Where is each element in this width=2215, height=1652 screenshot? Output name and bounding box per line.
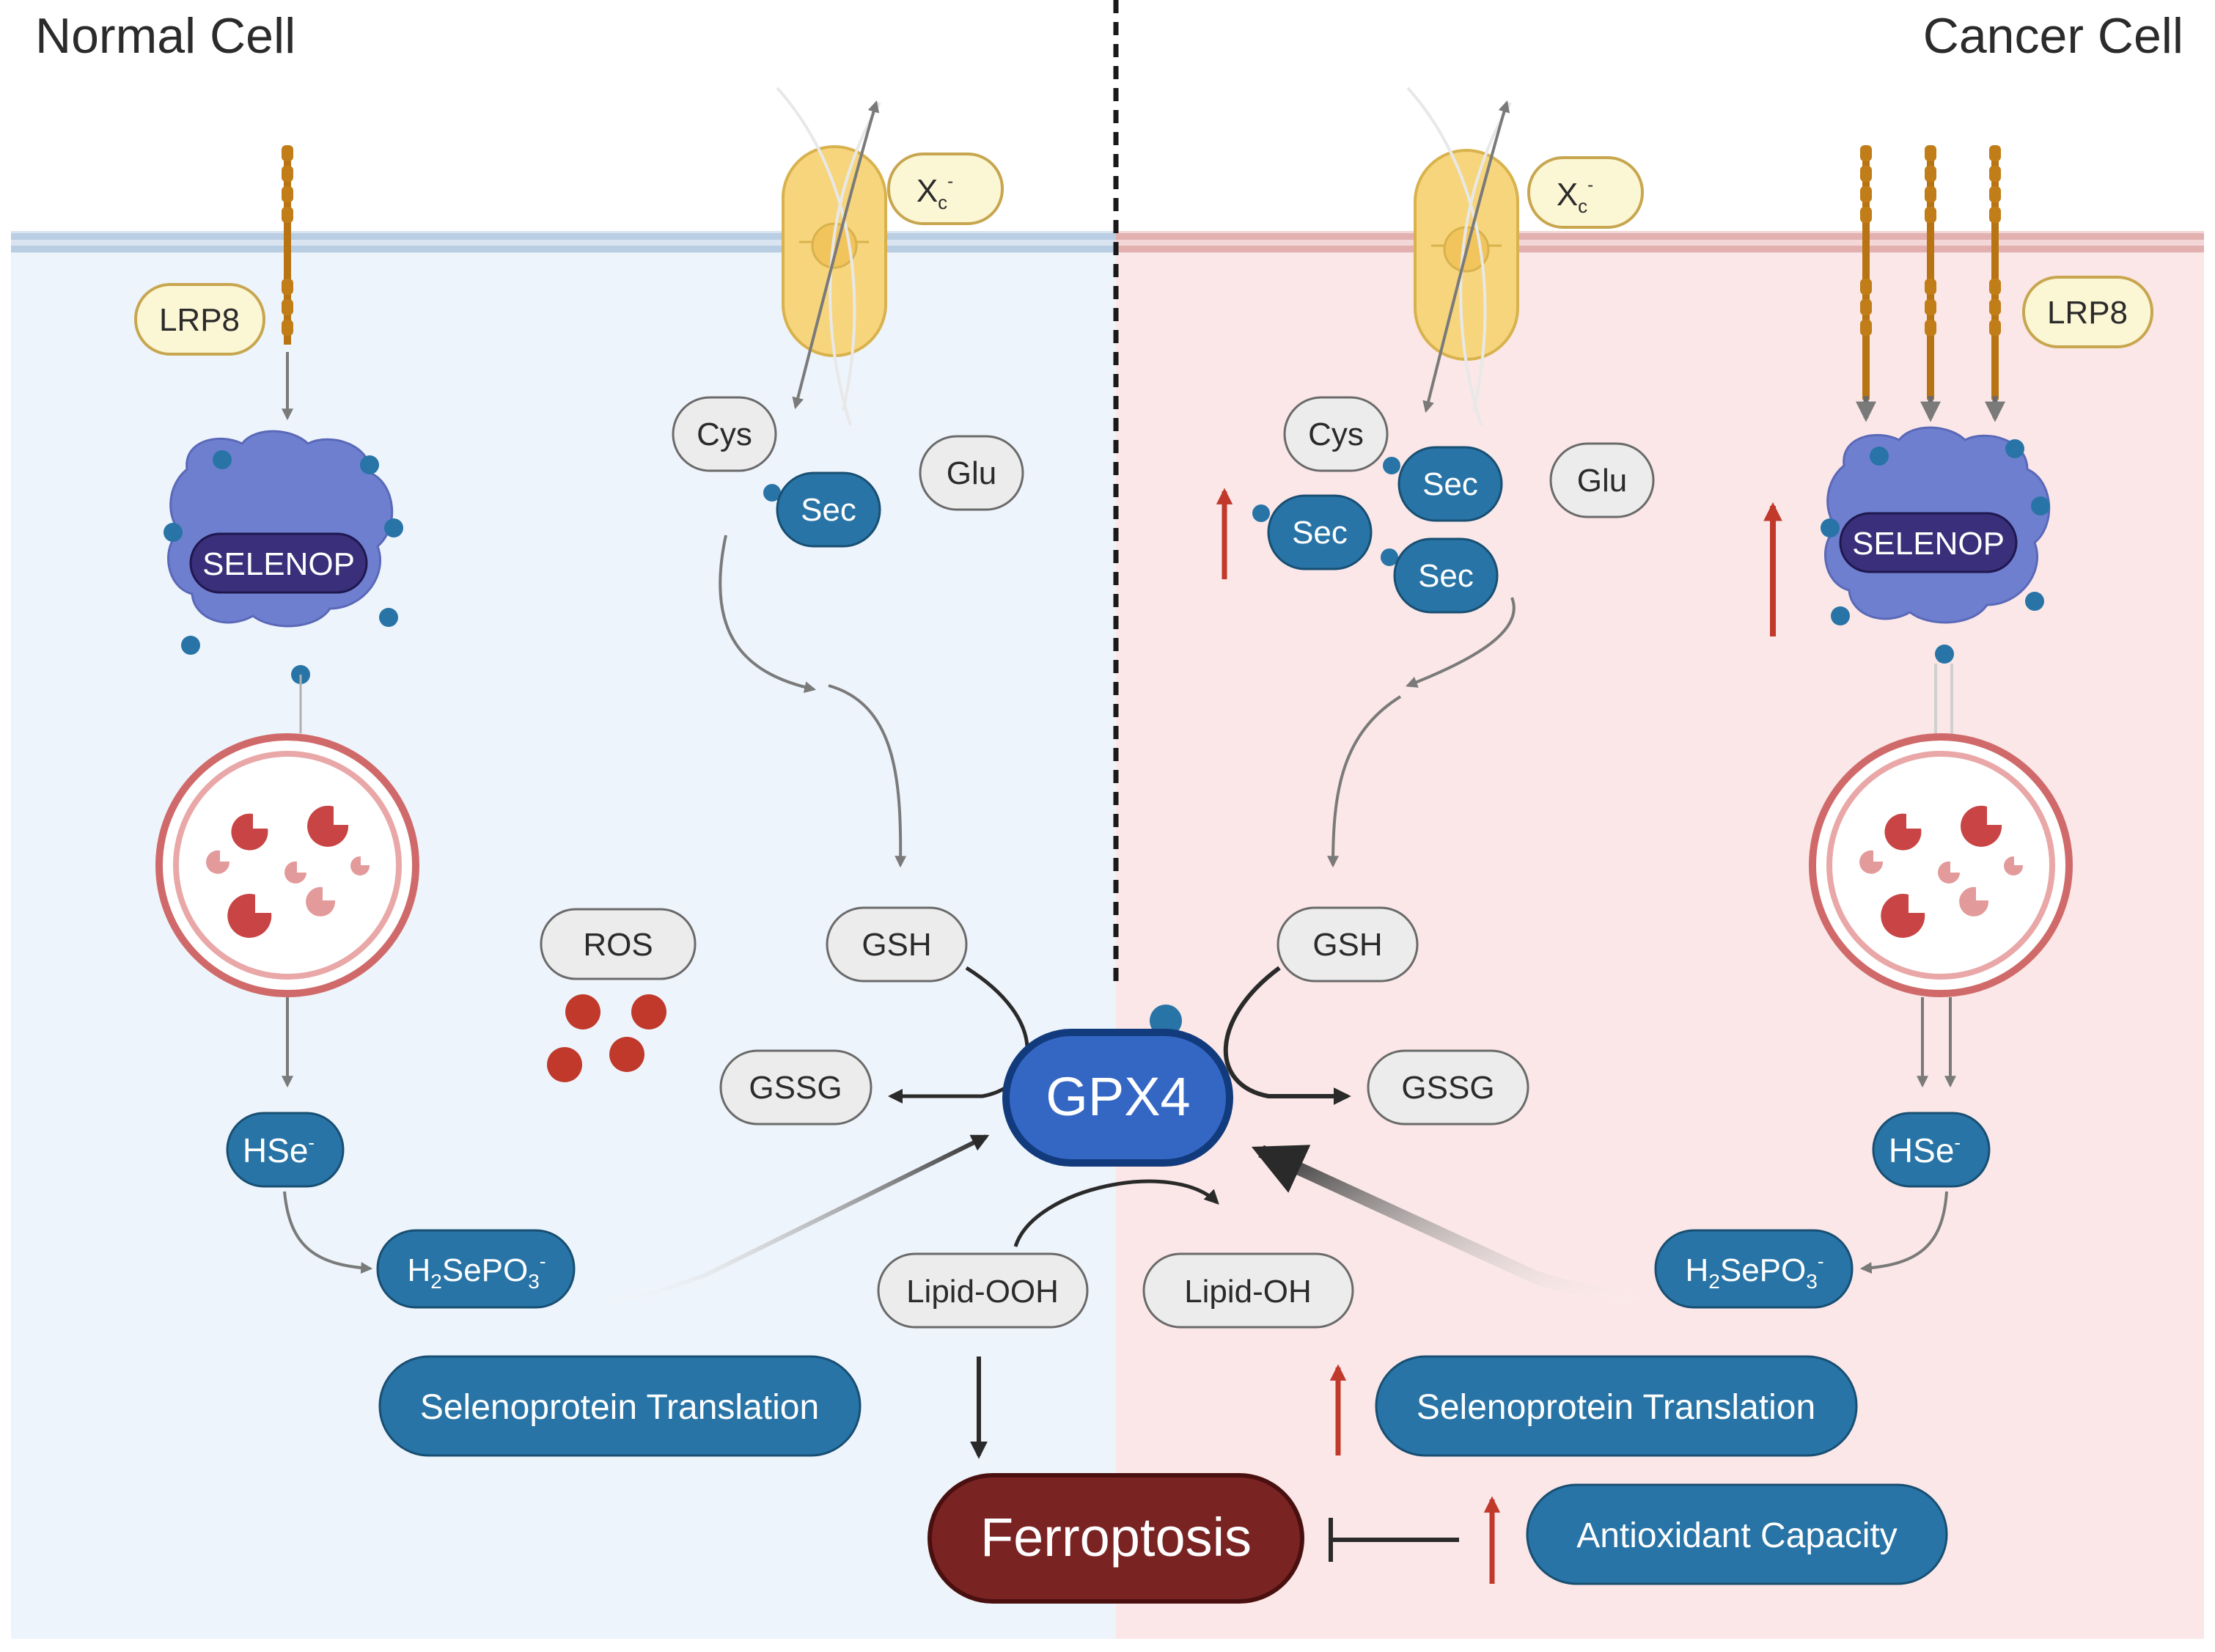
svg-text:Glu: Glu [1577, 463, 1627, 499]
arrow-to-gsh-left [828, 684, 907, 868]
svg-text:Ferroptosis: Ferroptosis [980, 1507, 1252, 1568]
svg-text:GPX4: GPX4 [1046, 1066, 1190, 1127]
svg-text:Xc-: Xc- [1557, 175, 1593, 217]
lrp8-label-right: LRP8 [2022, 276, 2153, 348]
ros-particles [547, 994, 666, 1082]
lrp8-receptor-left [282, 145, 293, 345]
svg-text:Sec: Sec [801, 492, 856, 528]
xc-transporter-right [1406, 87, 1519, 426]
sec-right-1: Sec [1383, 446, 1503, 522]
sec-right-2: Sec [1252, 494, 1373, 570]
svg-text:HSe-: HSe- [243, 1131, 315, 1170]
cancer-cell-title: Cancer Cell [1923, 8, 2183, 64]
arrow-cys-to-gsh-left [719, 535, 817, 694]
arrow-lipid-ooh-to-lipid-oh [1013, 1179, 1219, 1247]
xc-transporter-left [776, 87, 887, 426]
cys-left: Cys [672, 396, 777, 472]
svg-text:GSH: GSH [862, 927, 931, 963]
svg-text:Selenoprotein Translation: Selenoprotein Translation [1417, 1388, 1815, 1427]
svg-text:SELENOP: SELENOP [202, 546, 355, 582]
arrow-gsh-to-gssg-right [1223, 966, 1351, 1105]
lrp8-receptors-right [1860, 145, 2001, 400]
svg-text:Lipid-OOH: Lipid-OOH [906, 1274, 1059, 1310]
cancer-cell-membrane [1116, 231, 2204, 253]
lipid-ooh: Lipid-OOH [877, 1252, 1089, 1329]
xc-label-left: Xc- [887, 153, 1004, 225]
gsh-right: GSH [1277, 906, 1419, 983]
gssg-left: GSSG [719, 1049, 873, 1126]
hse-left: HSe- [226, 1112, 345, 1188]
sec-right-3: Sec [1381, 537, 1499, 614]
svg-text:H2SePO3-: H2SePO3- [1686, 1250, 1824, 1293]
svg-text:GSSG: GSSG [749, 1070, 842, 1106]
svg-text:Cys: Cys [1308, 416, 1364, 452]
hse-right: HSe- [1872, 1112, 1991, 1188]
h2sepo3-right: H2SePO3- [1654, 1229, 1854, 1309]
lysosome-right [1809, 733, 2073, 997]
svg-text:HSe-: HSe- [1889, 1131, 1961, 1170]
gpx4-enzyme: GPX4 [1002, 1005, 1233, 1167]
svg-text:Lipid-OH: Lipid-OH [1184, 1274, 1312, 1310]
cys-right: Cys [1283, 396, 1389, 472]
antioxidant-capacity: Antioxidant Capacity [1526, 1483, 1948, 1585]
svg-text:GSH: GSH [1312, 927, 1382, 963]
svg-text:Xc-: Xc- [917, 172, 953, 213]
selenop-protein-right: SELENOP [1821, 426, 2051, 741]
normal-cell-title: Normal Cell [35, 8, 295, 64]
ferroptosis: Ferroptosis [927, 1473, 1304, 1604]
h2sepo3-left: H2SePO3- [376, 1229, 576, 1309]
sec-left: Sec [763, 471, 881, 548]
svg-text:SELENOP: SELENOP [1852, 526, 2005, 562]
arrow-translation-to-gpx4-right [1251, 1145, 1645, 1312]
svg-text:Sec: Sec [1292, 515, 1348, 551]
arrow-sec-to-gsh-right [1406, 597, 1516, 688]
lipid-oh: Lipid-OH [1142, 1252, 1354, 1329]
arrow-to-gsh-right [1327, 695, 1402, 868]
svg-text:H2SePO3-: H2SePO3- [408, 1250, 546, 1293]
svg-text:Antioxidant Capacity: Antioxidant Capacity [1576, 1516, 1898, 1555]
xc-label-right: Xc- [1527, 156, 1644, 229]
selenoprotein-translation-left: Selenoprotein Translation [378, 1355, 862, 1457]
arrow-translation-to-gpx4-left [570, 1134, 990, 1302]
svg-text:ROS: ROS [583, 927, 653, 963]
selenoprotein-translation-right: Selenoprotein Translation [1375, 1355, 1858, 1457]
glu-left: Glu [919, 435, 1024, 511]
svg-text:Sec: Sec [1422, 466, 1478, 502]
svg-text:Selenoprotein Translation: Selenoprotein Translation [420, 1388, 819, 1427]
svg-text:Cys: Cys [697, 416, 752, 452]
arrow-hse-to-h2sepo3-left [283, 1191, 373, 1274]
glu-right: Glu [1549, 442, 1655, 518]
arrow-hse-to-h2sepo3-right [1859, 1191, 1948, 1274]
svg-text:LRP8: LRP8 [2047, 295, 2128, 331]
svg-text:Glu: Glu [947, 455, 996, 491]
gssg-right: GSSG [1367, 1049, 1529, 1126]
lrp8-label-left: LRP8 [134, 283, 265, 356]
svg-text:GSSG: GSSG [1401, 1070, 1494, 1106]
gsh-left: GSH [826, 906, 968, 983]
selenop-protein-left: SELENOP [164, 430, 403, 733]
ros-label: ROS [540, 908, 697, 980]
svg-text:LRP8: LRP8 [159, 302, 240, 338]
lysosome-left [155, 733, 419, 997]
normal-cell-membrane [11, 231, 1116, 253]
svg-text:Sec: Sec [1418, 558, 1474, 594]
